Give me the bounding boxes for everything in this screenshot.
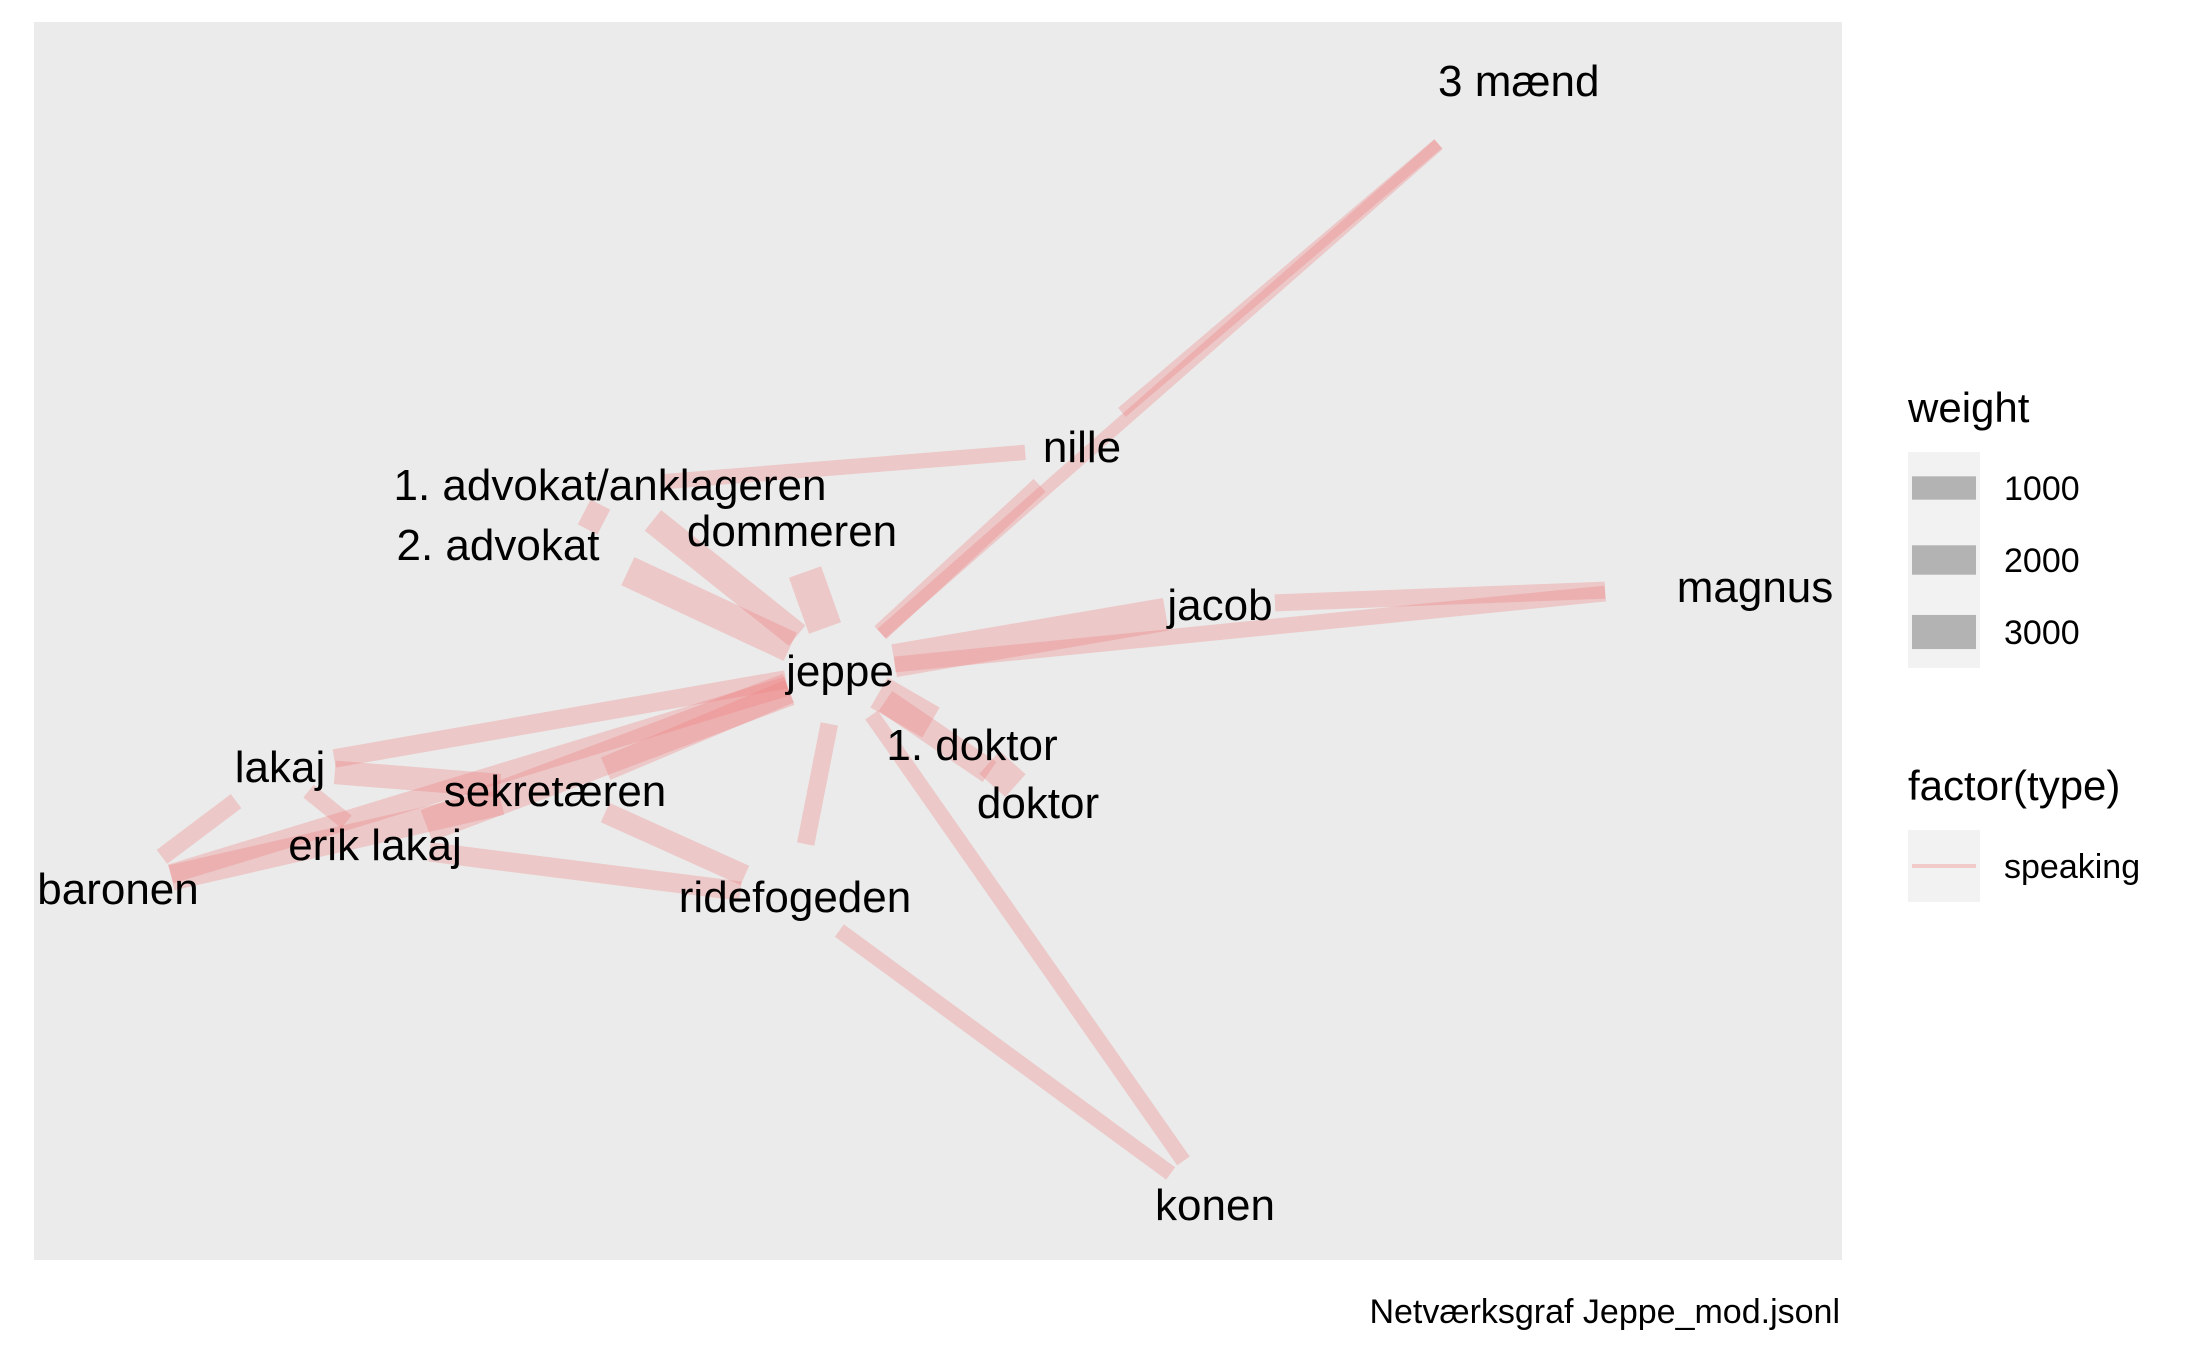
edge-jeppe-doktor1: [870, 677, 940, 738]
edge-ridefogeden-konen: [834, 924, 1176, 1180]
edge-jeppe-baronen: [167, 676, 791, 884]
edge-lakaj-eriklakaj: [303, 784, 352, 829]
edge-dommeren-jeppe: [788, 566, 842, 634]
node-label-lakaj: lakaj: [235, 743, 326, 792]
edge-jeppe-konen: [865, 710, 1190, 1166]
edge-eriklakaj-ridefogeden: [428, 842, 742, 901]
legend-weight-swatch-2000: [1912, 545, 1976, 575]
edge-adv1-nille: [664, 444, 1026, 490]
node-label-magnus: magnus: [1677, 563, 1834, 612]
edge-lakaj-baronen: [156, 794, 242, 864]
edge-jeppe-jacob: [891, 597, 1169, 678]
node-label-adv1: 1. advokat/anklageren: [394, 461, 827, 510]
edge-jeppe-magnus: [893, 585, 1607, 673]
node-label-konen: konen: [1155, 1181, 1275, 1230]
edge-lakaj-sekretaeren: [333, 760, 502, 798]
legend-weight-entry-2000: 2000: [2004, 542, 2080, 580]
edge-jeppe-ridefogeden: [797, 722, 838, 846]
legend-weight-swatch-1000: [1912, 476, 1976, 500]
edges-layer: [156, 139, 1607, 1180]
node-label-jeppe: jeppe: [784, 647, 894, 696]
node-label-doktor: doktor: [977, 779, 1099, 828]
node-labels-layer: jeppe nille 3 mænd 1. advokat/anklageren 2. …: [37, 57, 1833, 1230]
node-label-sekretaeren: sekretæren: [444, 767, 667, 816]
edge-jeppe-eriklakaj: [420, 673, 795, 842]
legend-weight-title: weight: [1907, 384, 2030, 431]
legend-type-key-background: [1908, 830, 1980, 902]
edge-adv1-jeppe: [644, 510, 806, 646]
legend-weight: weight 1000 2000 3000: [1907, 384, 2080, 668]
edge-adv2-adv1: [577, 499, 611, 535]
node-label-dommeren: dommeren: [687, 507, 897, 556]
edge-jeppe-doktor: [878, 690, 997, 783]
edge-sekretaeren-baronen: [168, 789, 505, 891]
edge-jeppe-3maend: [877, 139, 1443, 639]
edge-doktor1-doktor: [979, 751, 1026, 797]
node-label-3maend: 3 mænd: [1438, 57, 1599, 106]
plot-panel: [34, 22, 1842, 1260]
edge-nille-3maend: [1118, 139, 1442, 417]
legend-type: factor(type) speaking: [1908, 762, 2140, 902]
edge-jeppe-lakaj: [332, 670, 788, 768]
edge-adv2-jeppe: [621, 557, 797, 661]
edge-jeppe-nille: [874, 478, 1046, 640]
node-label-baronen: baronen: [37, 865, 198, 914]
legend-weight-entry-3000: 3000: [2004, 614, 2080, 652]
legend-weight-swatch-3000: [1912, 614, 1976, 650]
node-label-adv2: 2. advokat: [396, 521, 599, 570]
node-label-doktor1: 1. doktor: [886, 721, 1057, 770]
edge-sekretaeren-ridefogeden: [600, 802, 750, 886]
node-label-jacob: jacob: [1165, 581, 1272, 630]
legend-type-title: factor(type): [1908, 762, 2120, 809]
legend-weight-keys: 1000 2000 3000: [1908, 452, 2080, 668]
legend-type-entry-speaking: speaking: [2004, 848, 2140, 886]
edge-jacob-magnus: [1274, 581, 1606, 612]
edge-jeppe-sekretaeren: [600, 680, 795, 780]
node-label-ridefogeden: ridefogeden: [679, 873, 911, 922]
legend-weight-entry-1000: 1000: [2004, 470, 2080, 508]
caption: Netværksgraf Jeppe_mod.jsonl: [1369, 1293, 1840, 1331]
node-label-eriklakaj: erik lakaj: [288, 821, 462, 870]
node-label-nille: nille: [1043, 423, 1121, 472]
